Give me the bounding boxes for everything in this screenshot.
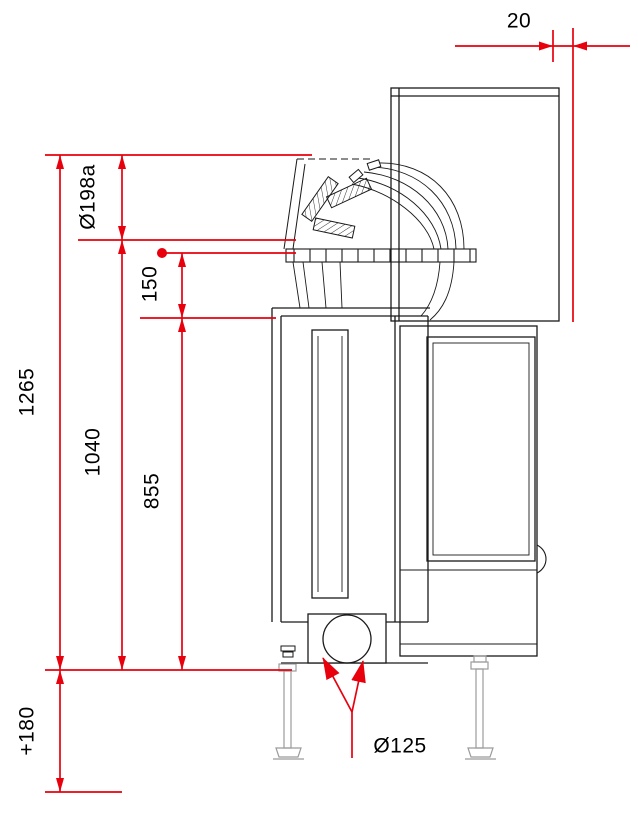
dim-label-outlet-diameter: Ø125 bbox=[373, 734, 427, 758]
dim-label-leg-extension: +180 bbox=[15, 706, 39, 756]
top-gap-dimension bbox=[455, 28, 630, 322]
dimension-annotations bbox=[45, 28, 630, 793]
cable-bundle bbox=[351, 162, 465, 250]
extension-lines bbox=[45, 154, 312, 793]
appliance-drawing bbox=[271, 87, 560, 760]
dim-label-flue-axis-offset: 150 bbox=[138, 265, 162, 303]
door-latch bbox=[536, 544, 547, 574]
damper-lever-3 bbox=[312, 217, 356, 239]
dim-label-top-gap: 20 bbox=[506, 9, 532, 33]
flue-axis-dot bbox=[157, 248, 167, 258]
adjustable-feet bbox=[273, 655, 496, 760]
dim-label-height-855: 855 bbox=[140, 472, 164, 510]
top-rail bbox=[285, 248, 477, 263]
cable-clamp-2 bbox=[366, 159, 382, 171]
right-foot bbox=[465, 655, 496, 760]
front-door-panel bbox=[399, 325, 547, 657]
dimension-arrowheads bbox=[56, 41, 587, 792]
damper-mechanism bbox=[283, 158, 465, 250]
cable-clamp-1 bbox=[348, 168, 364, 184]
dim-label-flue-diameter: Ø198a bbox=[76, 164, 100, 230]
left-foot-adjuster bbox=[280, 645, 296, 658]
left-foot bbox=[273, 663, 304, 760]
dim-label-height-1040: 1040 bbox=[81, 427, 105, 477]
dim-label-overall-height: 1265 bbox=[15, 367, 39, 417]
upper-back-panel bbox=[390, 87, 560, 322]
rail-struts bbox=[292, 261, 455, 321]
damper-lever-1 bbox=[301, 176, 339, 222]
main-body bbox=[271, 307, 430, 664]
duct-outlet-circle bbox=[322, 614, 372, 664]
bottom-duct bbox=[307, 613, 387, 664]
outlet-leader bbox=[322, 657, 366, 758]
